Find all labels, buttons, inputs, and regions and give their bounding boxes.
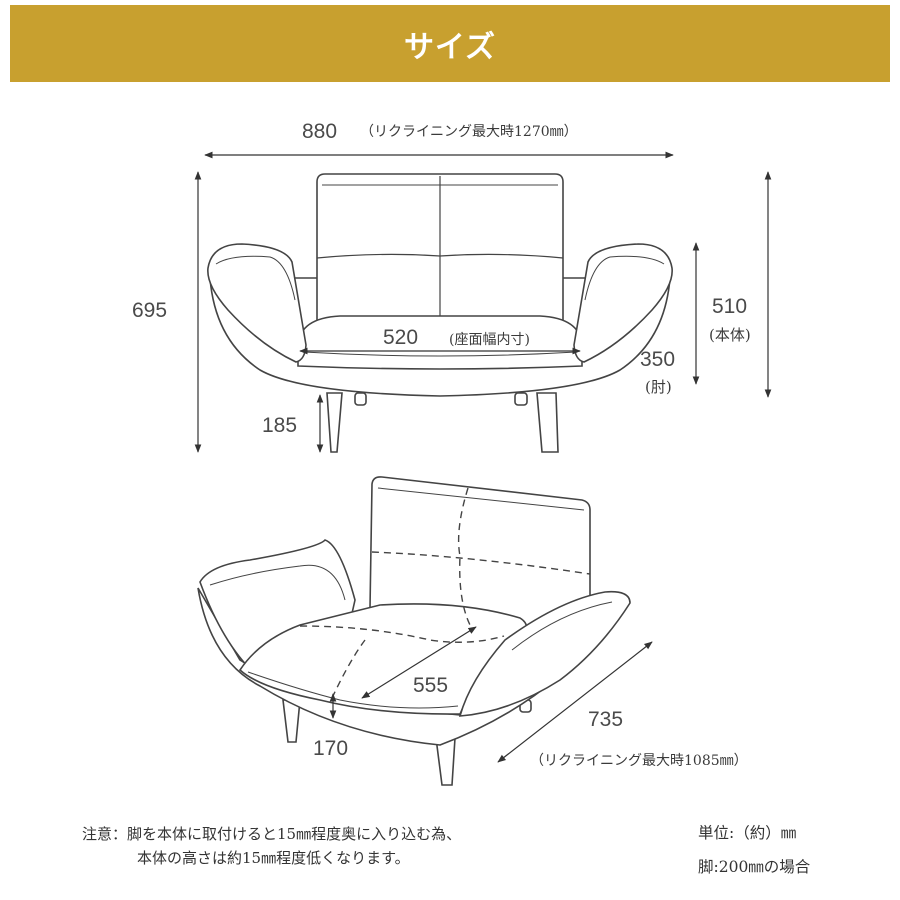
- angled-view-dimensions: [329, 626, 653, 763]
- front-view-sofa: [207, 173, 673, 453]
- angled-view-sofa: [197, 476, 631, 786]
- back-leg-left: [354, 392, 367, 406]
- dim-depth: 735: [588, 708, 623, 731]
- dim-arm-height: 350: [640, 348, 675, 371]
- dim-width-note: （リクライニング最大時1270㎜）: [360, 124, 578, 140]
- front-leg-left: [326, 392, 343, 453]
- caution-line-2: 本体の高さは約15㎜程度低くなります。: [137, 849, 410, 867]
- dim-arm-height-note: (肘): [645, 378, 672, 396]
- arm-left: [207, 243, 307, 363]
- dim-total-height: 695: [132, 299, 167, 322]
- dim-body-height: 510: [712, 295, 747, 318]
- header-banner: サイズ: [10, 5, 890, 82]
- dim-depth-note: （リクライニング最大時1085㎜）: [530, 753, 748, 769]
- arm-right: [573, 243, 673, 363]
- angled-backrest: [369, 476, 591, 641]
- dim-width: 880: [302, 120, 337, 143]
- unit-info: 単位:（約）㎜ 脚:200㎜の場合: [698, 816, 810, 884]
- dim-seat-depth: 555: [413, 674, 448, 697]
- front-view-dimensions: [194, 151, 772, 453]
- dim-leg-height: 170: [313, 737, 348, 760]
- dim-seat-width: 520: [383, 326, 418, 349]
- depth-arrow: [497, 641, 653, 763]
- dim-seat-height: 185: [262, 414, 297, 437]
- unit-label: 単位:（約）㎜: [698, 824, 797, 842]
- front-leg-right: [536, 392, 559, 453]
- dim-body-height-note: (本体): [709, 326, 751, 344]
- caution-note: 注意：脚を本体に取付けると15㎜程度奥に入り込む為、 本体の高さは約15㎜程度低…: [82, 822, 461, 870]
- back-leg-right: [514, 392, 528, 406]
- leg-condition-label: 脚:200㎜の場合: [698, 858, 811, 876]
- dim-seat-width-note: (座面幅内寸): [449, 332, 530, 348]
- seat-cushion: [297, 315, 583, 370]
- seat-depth-arrow: [361, 626, 477, 699]
- caution-line-1: 注意：脚を本体に取付けると15㎜程度奥に入り込む為、: [82, 825, 462, 843]
- page-title: サイズ: [403, 29, 497, 65]
